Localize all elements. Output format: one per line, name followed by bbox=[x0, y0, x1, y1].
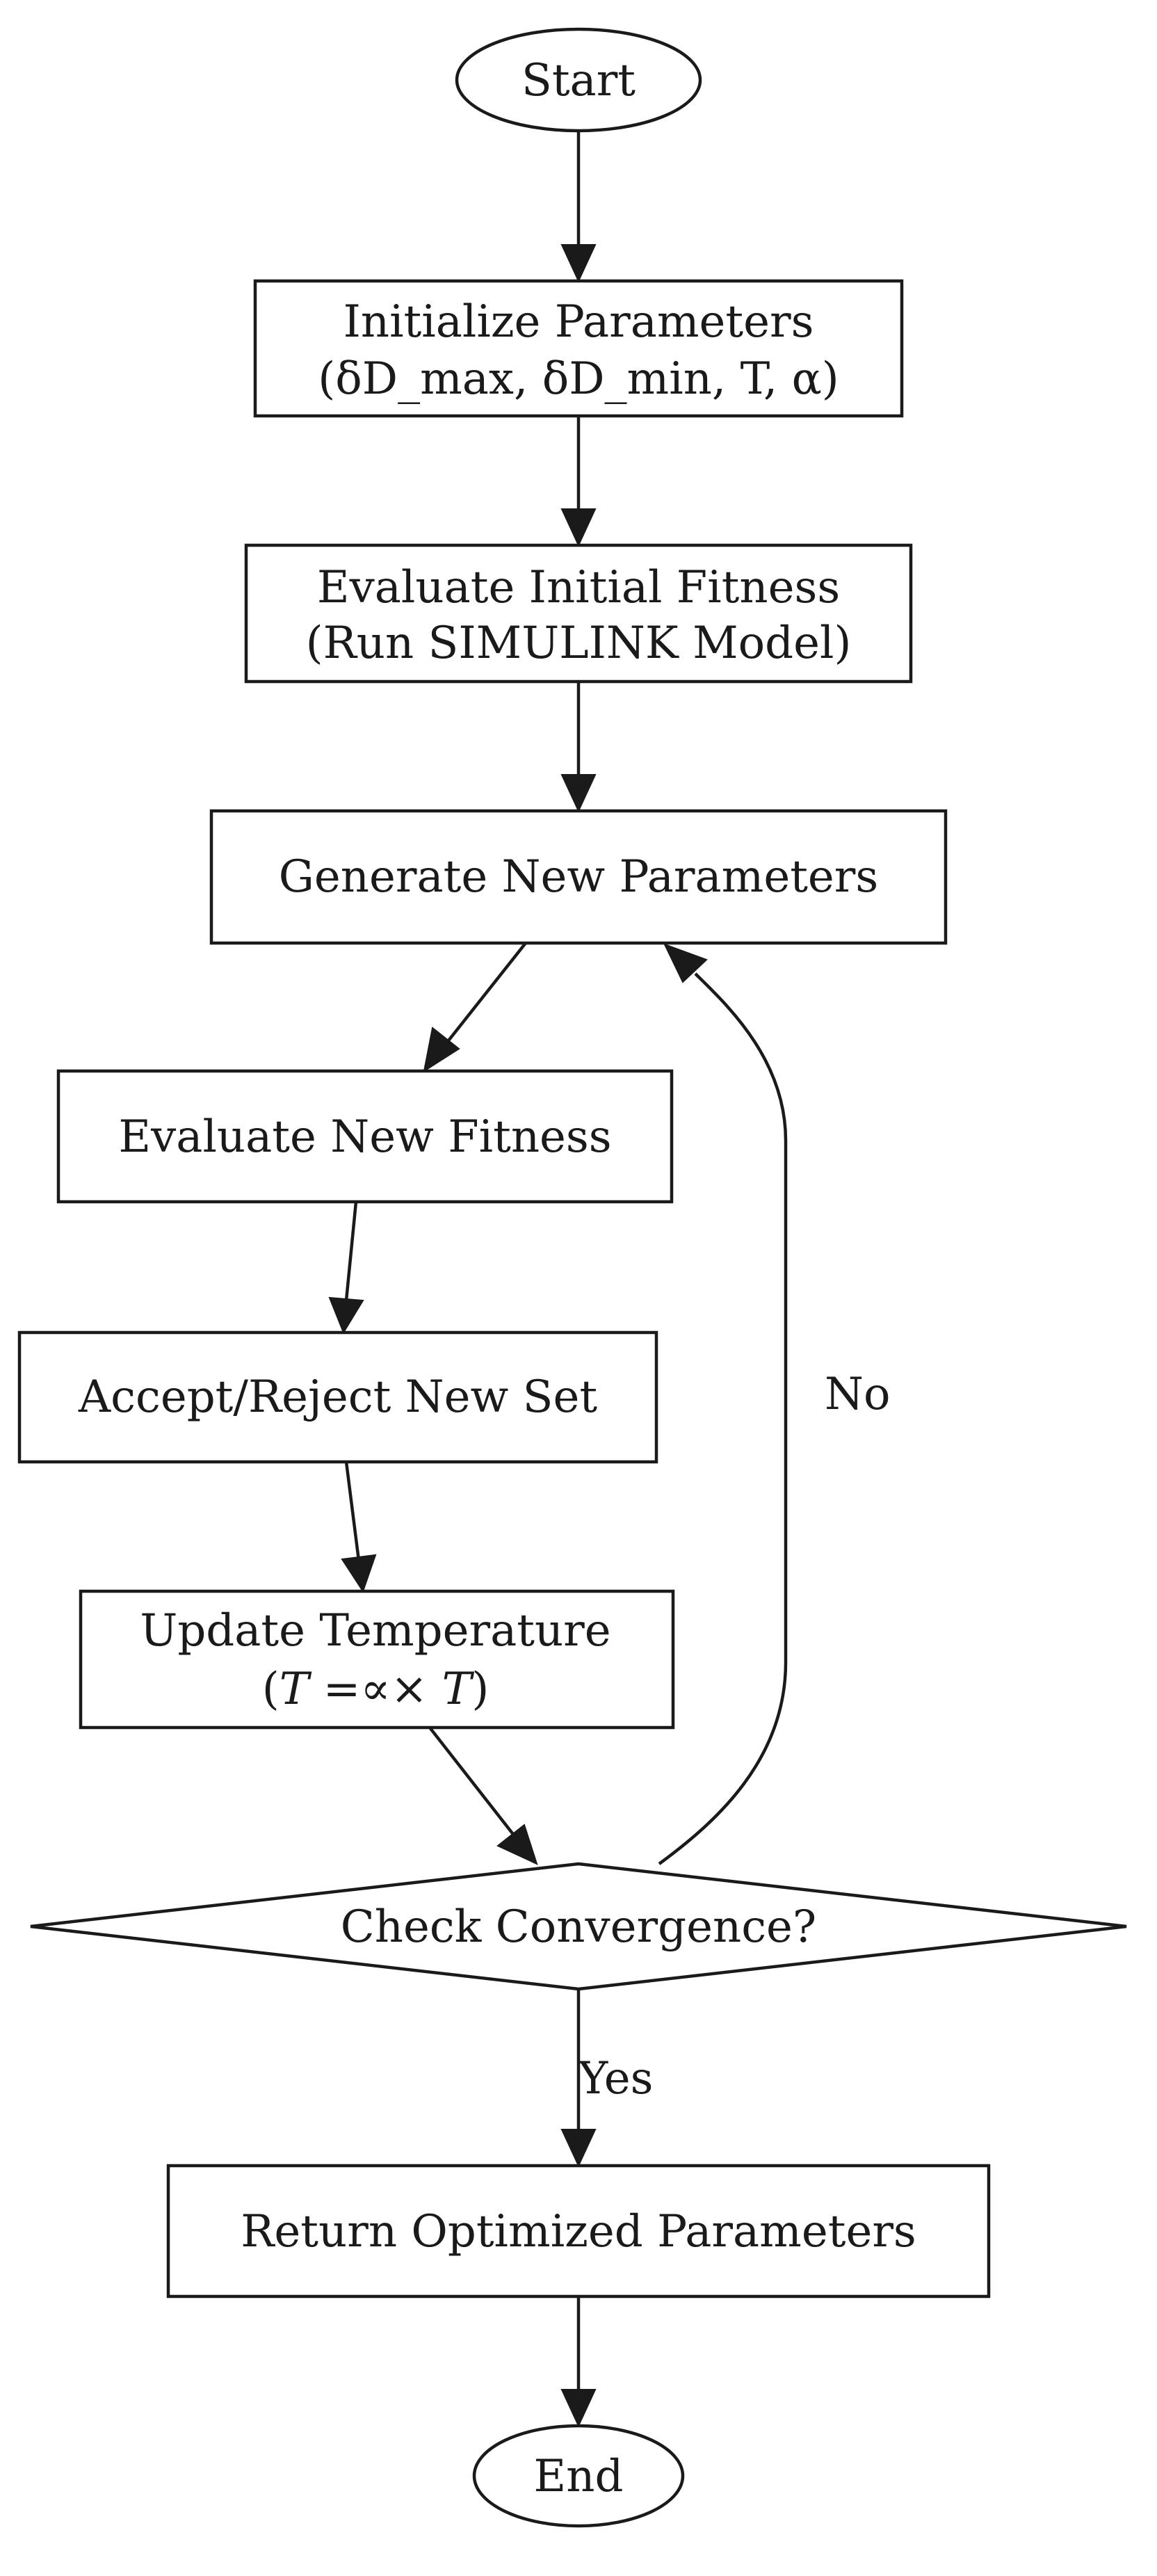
arrowhead-end bbox=[560, 2389, 597, 2428]
generate-box bbox=[209, 809, 948, 945]
evaluate-new-box bbox=[56, 1069, 674, 1204]
arrowhead-eval-new bbox=[423, 1027, 460, 1073]
node-accept-reject: Accept/Reject New Set bbox=[17, 1330, 658, 1464]
return-box bbox=[166, 2164, 991, 2299]
edge-check-to-generate-no bbox=[658, 972, 788, 1865]
edges bbox=[328, 131, 788, 2428]
update-temperature-box bbox=[79, 1589, 675, 1730]
node-generate-new-parameters: Generate New Parameters bbox=[209, 809, 948, 945]
arrowhead-return bbox=[560, 2129, 597, 2168]
start-label: Start bbox=[521, 55, 636, 106]
evaluate-initial-box bbox=[244, 543, 913, 684]
evaluate-initial-subtitle: (Run SIMULINK Model) bbox=[306, 618, 852, 669]
update-temperature-title: Update Temperature bbox=[140, 1605, 610, 1657]
arrowhead-eval-initial bbox=[560, 508, 597, 547]
edge-label-yes: Yes bbox=[578, 2053, 653, 2104]
arrowhead-update bbox=[341, 1554, 377, 1593]
node-return-optimized-parameters: Return Optimized Parameters bbox=[166, 2164, 991, 2299]
node-evaluate-new-fitness: Evaluate New Fitness bbox=[56, 1069, 674, 1204]
node-initialize-parameters: Initialize Parameters (δD_max, δD_min, T… bbox=[253, 279, 904, 418]
end-ellipse bbox=[472, 2424, 685, 2528]
formula-operator: =∝× bbox=[309, 1664, 442, 1715]
arrowhead-init bbox=[560, 244, 597, 283]
node-start: Start bbox=[455, 27, 702, 133]
edge-accept-to-update bbox=[344, 1461, 361, 1561]
node-update-temperature: Update Temperature (T =∝× T) bbox=[79, 1589, 675, 1730]
check-convergence-diamond bbox=[30, 1862, 1127, 1991]
formula-t-left: T bbox=[280, 1664, 312, 1715]
accept-reject-box bbox=[17, 1330, 658, 1464]
edge-label-no: No bbox=[825, 1369, 891, 1420]
generate-label: Generate New Parameters bbox=[279, 851, 878, 903]
edge-update-to-check bbox=[428, 1726, 516, 1837]
return-label: Return Optimized Parameters bbox=[241, 2206, 916, 2257]
evaluate-initial-title: Evaluate Initial Fitness bbox=[317, 562, 840, 613]
node-end: End bbox=[472, 2424, 685, 2528]
arrowhead-check bbox=[496, 1824, 538, 1865]
formula-open-paren: ( bbox=[262, 1664, 280, 1715]
end-label: End bbox=[534, 2451, 624, 2502]
accept-reject-label: Accept/Reject New Set bbox=[78, 1371, 597, 1423]
check-convergence-label: Check Convergence? bbox=[341, 1901, 816, 1953]
evaluate-new-label: Evaluate New Fitness bbox=[118, 1111, 611, 1163]
initialize-params: (δD_max, δD_min, T, α) bbox=[318, 353, 839, 405]
edge-generate-to-eval-new bbox=[445, 942, 527, 1045]
arrowhead-generate bbox=[560, 774, 597, 813]
node-evaluate-initial-fitness: Evaluate Initial Fitness (Run SIMULINK M… bbox=[244, 543, 913, 684]
initialize-box bbox=[253, 279, 904, 418]
start-ellipse bbox=[455, 27, 702, 133]
update-temperature-formula: (T =∝× T) bbox=[262, 1664, 490, 1715]
arrowhead-accept bbox=[328, 1296, 364, 1335]
arrowhead-loop-generate bbox=[663, 943, 708, 983]
initialize-title: Initialize Parameters bbox=[343, 296, 814, 348]
edge-eval-new-to-accept bbox=[344, 1201, 358, 1301]
node-check-convergence: Check Convergence? bbox=[30, 1862, 1127, 1991]
formula-close-paren: ) bbox=[471, 1664, 489, 1715]
formula-t-right: T bbox=[442, 1664, 475, 1715]
